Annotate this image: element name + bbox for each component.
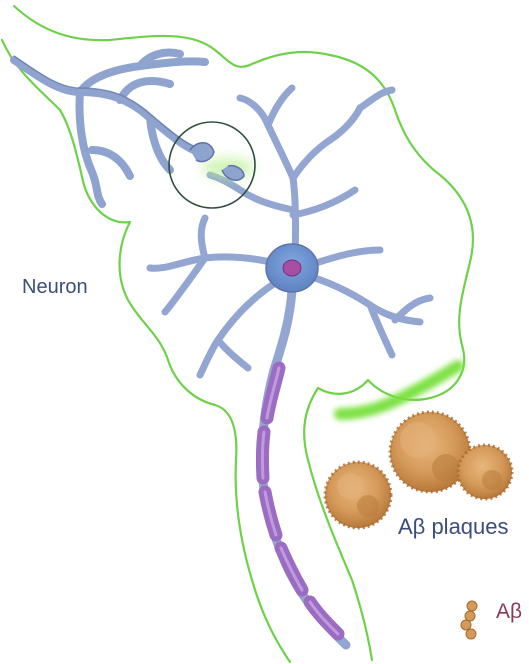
- plaque: [458, 445, 512, 499]
- cell-nucleus: [283, 260, 301, 276]
- plaque: [325, 462, 391, 528]
- glial-membrane-layers: [2, 6, 473, 662]
- amyloid-fragment-icon: [461, 601, 477, 639]
- plaques-label: Aβ plaques: [398, 514, 509, 540]
- glial-glow: [340, 366, 458, 414]
- membrane-inner-outline: [2, 40, 290, 662]
- synapse-circle-icon: [169, 122, 255, 208]
- neuron-label: Neuron: [22, 276, 88, 299]
- dendrites: [150, 88, 430, 375]
- neuron-cell: [14, 53, 430, 646]
- abeta-label: Aβ: [496, 600, 522, 624]
- amyloid-plaques: [325, 412, 512, 528]
